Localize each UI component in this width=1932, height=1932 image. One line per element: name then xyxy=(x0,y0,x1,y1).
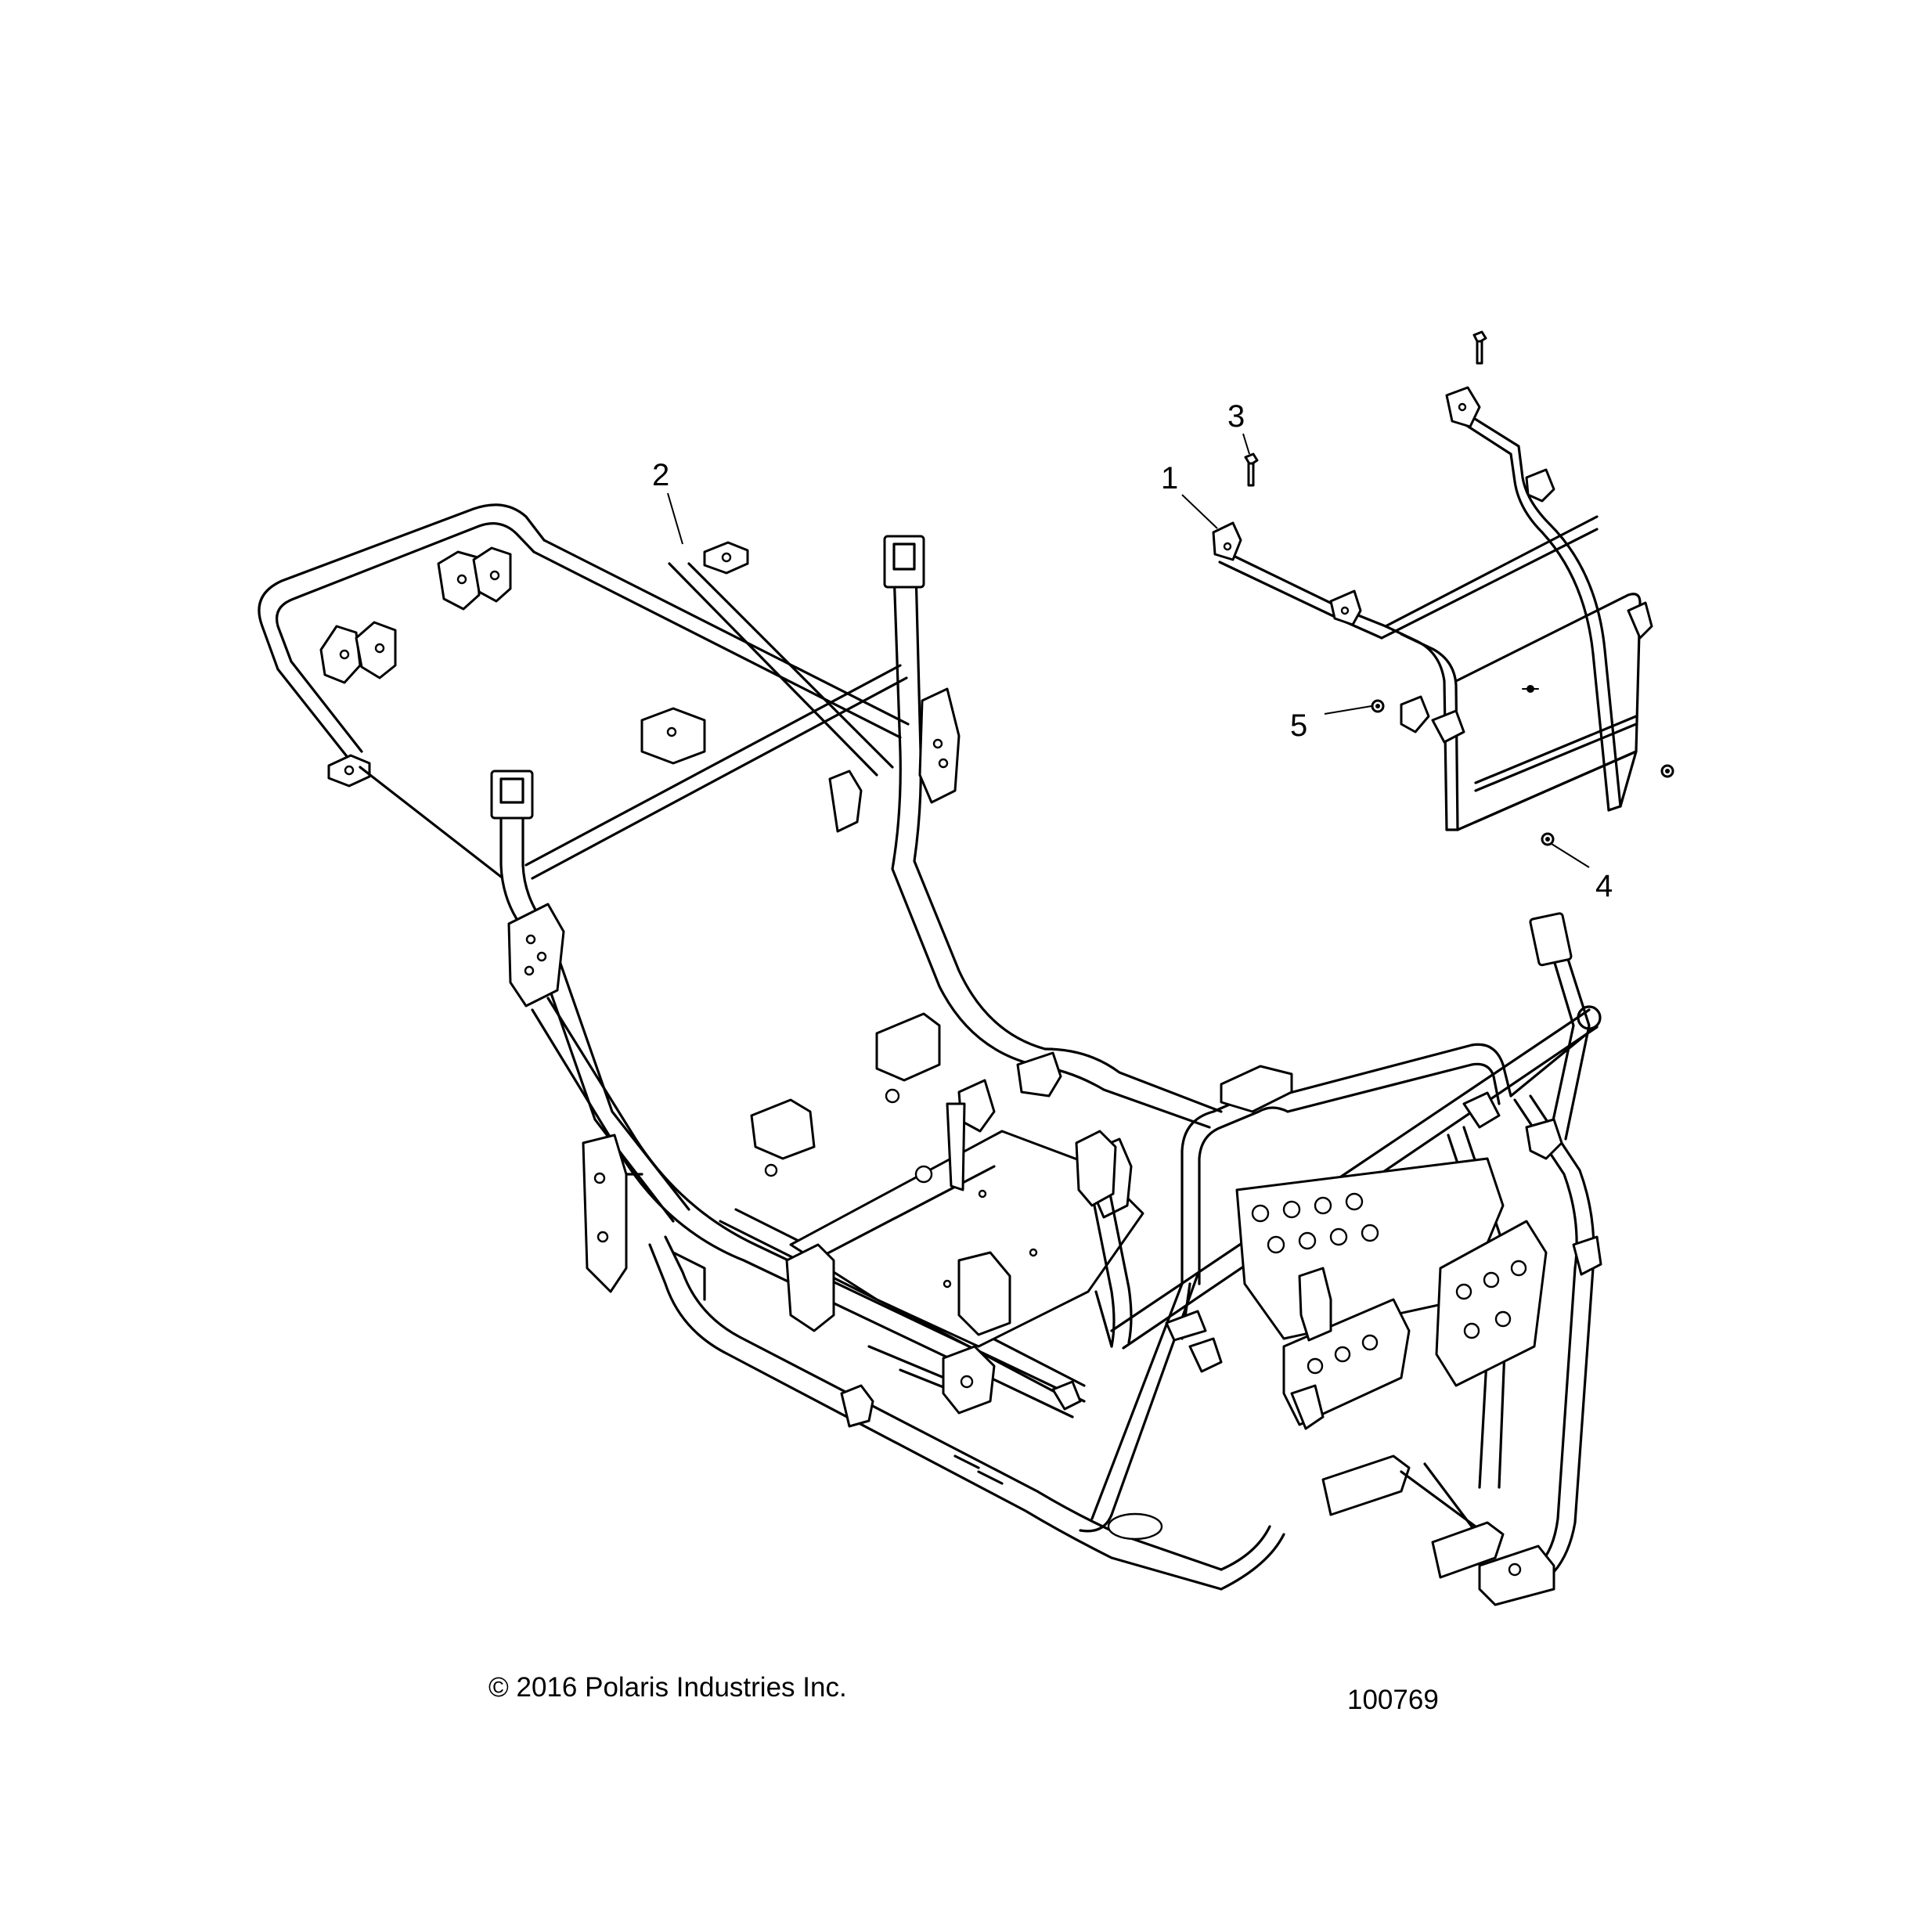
figure-number: 100769 xyxy=(1347,1685,1439,1715)
copyright-text: © 2016 Polaris Industries Inc. xyxy=(488,1672,847,1703)
callout-2-label: 2 xyxy=(652,458,669,492)
callout-5-label: 5 xyxy=(1290,708,1307,743)
callout-3-label: 3 xyxy=(1227,399,1245,434)
callout-5: 5 xyxy=(1290,705,1372,743)
left-rear-post xyxy=(490,770,690,1223)
callout-1: 1 xyxy=(1161,461,1218,529)
right-rear-post xyxy=(828,535,1047,1066)
callout-2: 2 xyxy=(652,458,683,545)
bolt-top xyxy=(1472,330,1487,365)
front-rack-loop xyxy=(1180,912,1599,1285)
callout-4-label: 4 xyxy=(1595,869,1613,903)
main-frame xyxy=(258,503,1602,1606)
nut-5 xyxy=(1371,699,1385,713)
rear-rack-loop xyxy=(258,503,910,880)
floor-details xyxy=(672,1251,1207,1541)
callout-3: 3 xyxy=(1227,399,1250,455)
callout-1-label: 1 xyxy=(1161,461,1178,496)
rack-extension xyxy=(1212,386,1653,831)
bolt-4b xyxy=(1660,764,1674,778)
callout-4: 4 xyxy=(1551,843,1613,903)
seat-brackets xyxy=(750,1012,1133,1336)
front-lower-frame xyxy=(1188,1094,1602,1606)
lower-rear-frame xyxy=(531,997,1223,1418)
bolt-3 xyxy=(1244,452,1259,487)
bolt-4a xyxy=(1541,832,1555,846)
